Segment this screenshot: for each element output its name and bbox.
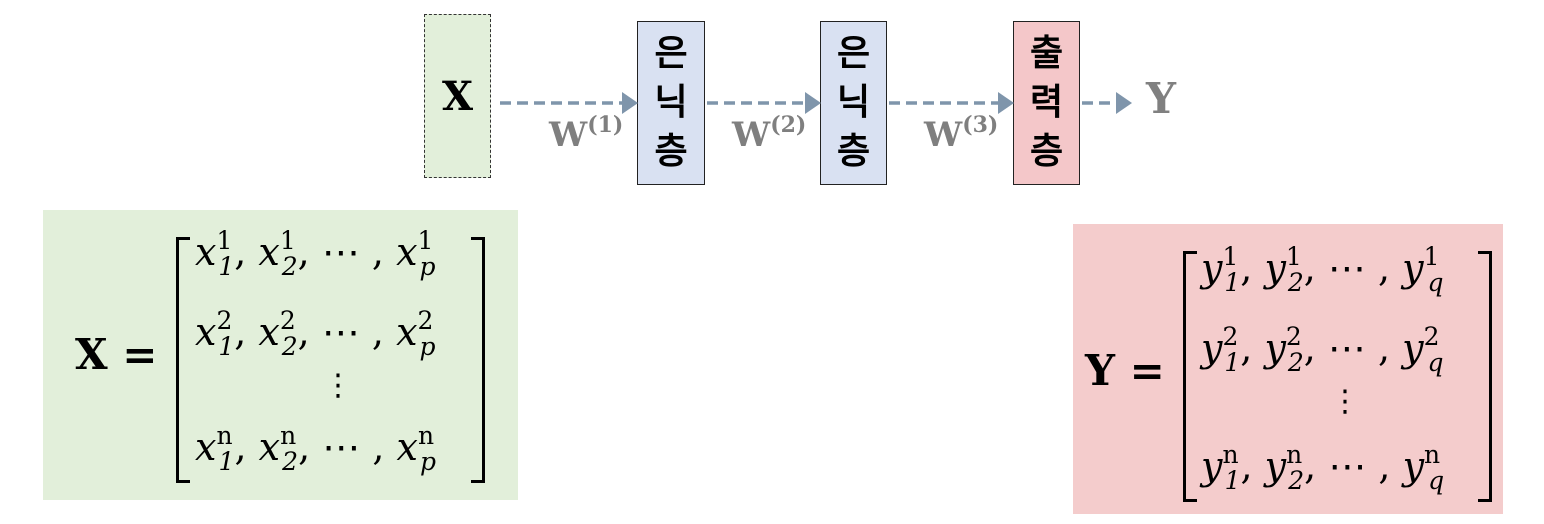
arrowhead-3 [998,92,1014,114]
y-matrix-row-n: yn1, yn2, ⋯ , ynq [1201,440,1445,495]
x-matrix-row-n: xn1, xn2, ⋯ , xnp [195,421,437,476]
y-matrix-vdots: ⋮ [1330,384,1360,419]
y-left-bracket [1183,251,1197,502]
arrowhead-1 [622,92,638,114]
y-matrix-row-1: y11, y12, ⋯ , y1q [1201,242,1444,297]
arrowhead-2 [805,92,821,114]
input-node-x: X [424,14,491,178]
output-layer-char-2: 력 [1029,81,1064,123]
y-right-bracket [1478,251,1492,502]
weight-label-1: W(1) [549,112,624,155]
weight-label-3: W(3) [924,112,999,155]
x-matrix-lhs: X = [75,330,158,379]
hidden-layer-1: 은 닉 층 [637,21,705,185]
hidden-layer-1-char-3: 층 [654,130,688,172]
x-left-bracket [176,237,190,483]
x-matrix-panel: X = x11, x12, ⋯ , x1p x21, x22, ⋯ , x2p … [43,210,518,500]
y-matrix-row-2: y21, y22, ⋯ , y2q [1201,322,1444,377]
y-matrix-panel: Y = y11, y12, ⋯ , y1q y21, y22, ⋯ , y2q … [1073,224,1503,514]
output-layer-char-1: 출 [1029,33,1064,75]
hidden-layer-2-char-3: 층 [836,130,871,172]
x-matrix-vdots: ⋮ [323,368,353,403]
hidden-layer-2: 은 닉 층 [820,21,887,185]
connection-arrows [500,92,1132,114]
x-matrix-row-1: x11, x12, ⋯ , x1p [195,226,436,281]
hidden-layer-1-char-2: 닉 [654,81,688,123]
output-label-y: Y [1146,74,1176,123]
x-right-bracket [471,237,485,483]
hidden-layer-2-char-2: 닉 [836,81,871,123]
input-label: X [441,72,474,120]
arrowhead-4 [1116,92,1132,114]
y-matrix-lhs: Y = [1085,346,1165,395]
output-layer: 출 력 층 [1013,21,1080,185]
hidden-layer-2-char-1: 은 [836,33,871,75]
x-matrix-row-2: x21, x22, ⋯ , x2p [195,306,436,361]
output-layer-char-3: 층 [1029,130,1064,172]
hidden-layer-1-char-1: 은 [654,33,688,75]
weight-label-2: W(2) [732,112,807,155]
